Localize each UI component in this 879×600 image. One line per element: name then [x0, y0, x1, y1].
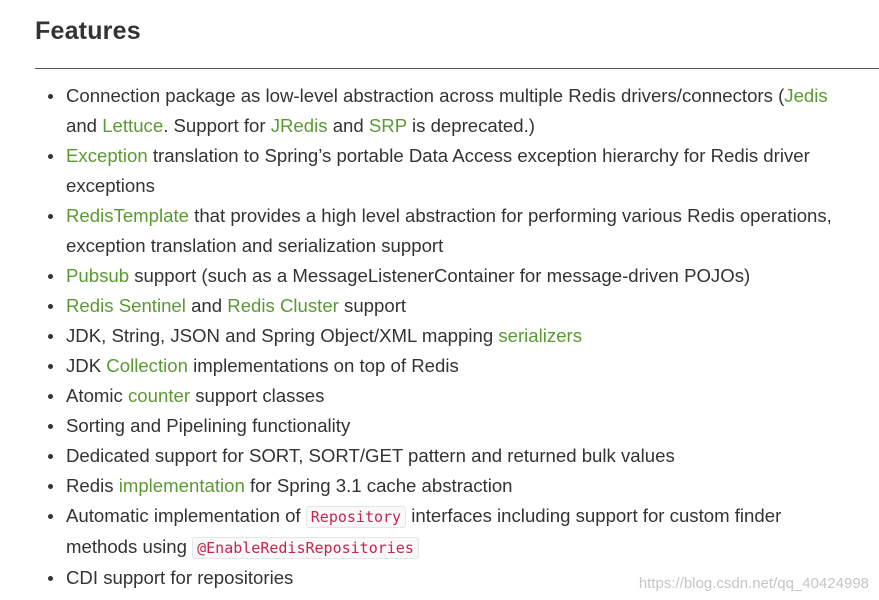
list-item: CDI support for repositories: [35, 563, 879, 593]
line: exceptions: [66, 171, 879, 201]
text: JDK: [66, 355, 107, 376]
list-item: Connection package as low-level abstract…: [35, 81, 879, 141]
text: Sorting and Pipelining functionality: [66, 415, 351, 436]
list-item: JDK Collection implementations on top of…: [35, 351, 879, 381]
line: RedisTemplate that provides a high level…: [66, 201, 879, 231]
list-item: Dedicated support for SORT, SORT/GET pat…: [35, 441, 879, 471]
line: and Lettuce. Support for JRedis and SRP …: [66, 111, 879, 141]
link-redistemplate[interactable]: RedisTemplate: [66, 205, 189, 226]
text: and: [66, 115, 103, 136]
list-item: RedisTemplate that provides a high level…: [35, 201, 879, 261]
watermark: https://blog.csdn.net/qq_40424998: [638, 575, 869, 592]
text: is deprecated.): [406, 115, 535, 136]
code-repository: Repository: [305, 506, 407, 528]
text: . Support for: [163, 115, 271, 136]
link-serializers[interactable]: serializers: [498, 325, 583, 346]
text: and: [185, 295, 228, 316]
list-item: Sorting and Pipelining functionality: [35, 411, 879, 441]
text: Dedicated support for SORT, SORT/GET pat…: [66, 445, 675, 466]
text: exceptions: [66, 175, 155, 196]
list-item: Automatic implementation of Repository i…: [35, 501, 879, 563]
list-item: Redis implementation for Spring 3.1 cach…: [35, 471, 879, 501]
link-implementation[interactable]: implementation: [118, 475, 245, 496]
line: Automatic implementation of Repository i…: [66, 501, 879, 532]
text: and: [327, 115, 369, 136]
link-pubsub[interactable]: Pubsub: [66, 265, 130, 286]
link-collection[interactable]: Collection: [106, 355, 188, 376]
link-exception[interactable]: Exception: [66, 145, 148, 166]
link-jedis[interactable]: Jedis: [784, 85, 828, 106]
line: methods using @EnableRedisRepositories: [66, 532, 879, 563]
text: support classes: [190, 385, 325, 406]
list-item: Atomic counter support classes: [35, 381, 879, 411]
list-item: JDK, String, JSON and Spring Object/XML …: [35, 321, 879, 351]
text: JDK, String, JSON and Spring Object/XML …: [66, 325, 499, 346]
list-item: Pubsub support (such as a MessageListene…: [35, 261, 879, 291]
link-counter[interactable]: counter: [128, 385, 191, 406]
list-item: Exception translation to Spring’s portab…: [35, 141, 879, 201]
link-redis-cluster[interactable]: Redis Cluster: [227, 295, 339, 316]
text: CDI support for repositories: [66, 567, 294, 588]
text: that provides a high level abstraction f…: [188, 205, 832, 226]
text: interfaces including support for custom …: [406, 505, 782, 526]
line: Connection package as low-level abstract…: [66, 81, 879, 111]
text: methods using: [66, 536, 193, 557]
line: Exception translation to Spring’s portab…: [66, 141, 879, 171]
text: support (such as a MessageListenerContai…: [129, 265, 751, 286]
list-item: Redis Sentinel and Redis Cluster support: [35, 291, 879, 321]
link-lettuce[interactable]: Lettuce: [102, 115, 164, 136]
heading-divider: [35, 68, 879, 69]
link-jredis[interactable]: JRedis: [270, 115, 328, 136]
code-enable-redis-repositories: @EnableRedisRepositories: [192, 537, 419, 559]
text: Connection package as low-level abstract…: [66, 85, 785, 106]
text: support: [338, 295, 407, 316]
line: exception translation and serialization …: [66, 231, 879, 261]
text: translation to Spring’s portable Data Ac…: [147, 145, 810, 166]
link-redis-sentinel[interactable]: Redis Sentinel: [66, 295, 186, 316]
text: implementations on top of Redis: [187, 355, 459, 376]
text: for Spring 3.1 cache abstraction: [244, 475, 513, 496]
text: Atomic: [66, 385, 128, 406]
features-list: Connection package as low-level abstract…: [35, 81, 879, 593]
text: exception translation and serialization …: [66, 235, 444, 256]
text: Automatic implementation of: [66, 505, 306, 526]
link-srp[interactable]: SRP: [368, 115, 407, 136]
text: Redis: [66, 475, 119, 496]
section-heading: Features: [35, 17, 141, 45]
